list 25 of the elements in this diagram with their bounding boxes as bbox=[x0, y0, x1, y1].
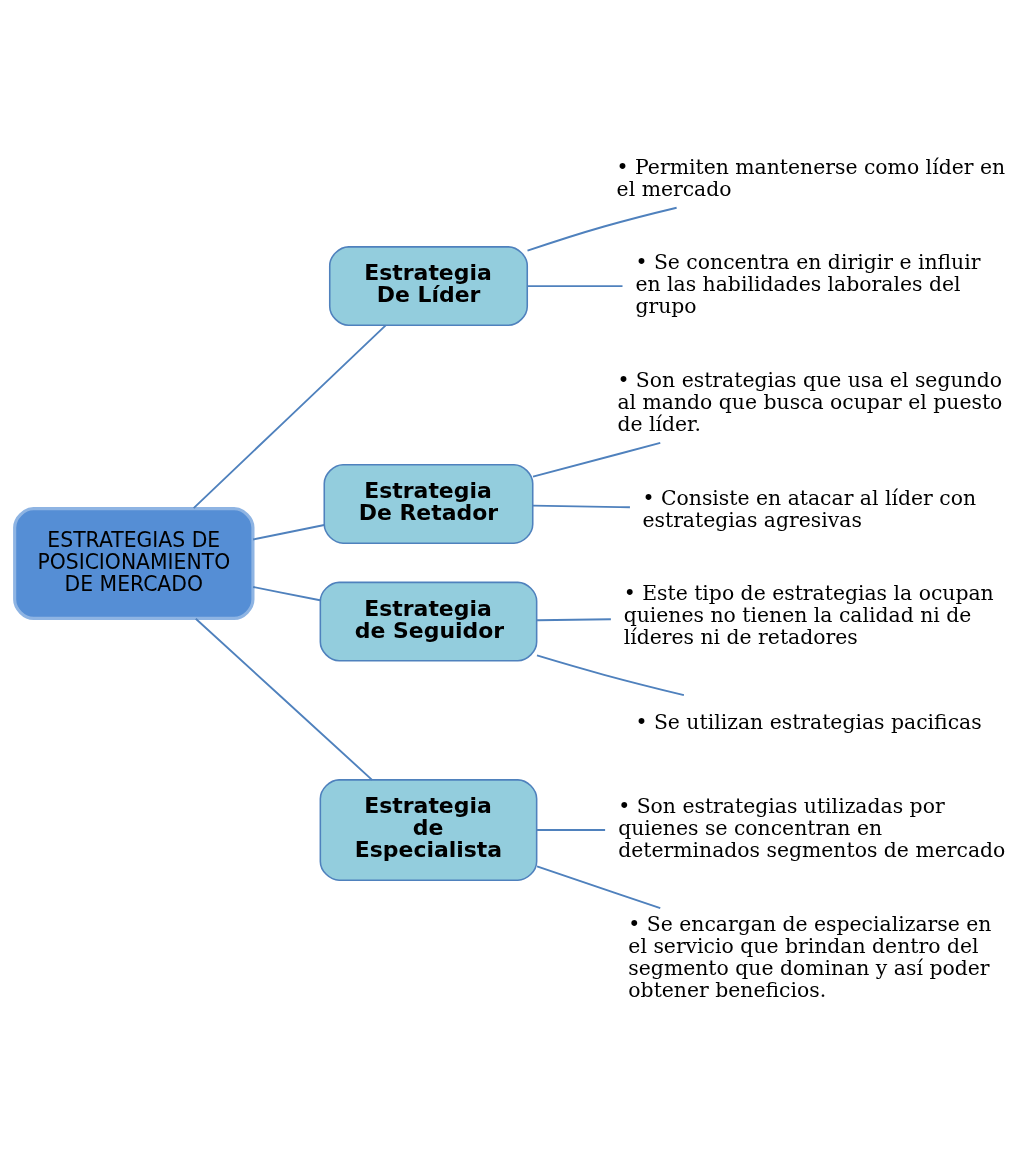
connector bbox=[194, 617, 373, 781]
node-text: • Son estrategias que usa el segundo al mando que busca ocupar el puesto de líder. bbox=[617, 367, 1003, 436]
node-box: ESTRATEGIAS DE POSICIONAMIENTO DE MERCADO bbox=[13, 506, 255, 620]
node-text: • Se encargan de especializarse en el servicio que brindan dentro del segmento que dominan y así poder obtener beneficios. bbox=[628, 911, 992, 1002]
connector bbox=[536, 654, 685, 696]
node-box: Estrategia de Especialista bbox=[319, 778, 538, 881]
connector bbox=[192, 323, 387, 509]
connector bbox=[536, 864, 662, 909]
node-text: • Consiste en atacar al líder con estrategias agresivas bbox=[642, 485, 977, 532]
node-text: • Son estrategias utilizadas por quienes se concentran en determinados segmentos de mercado bbox=[618, 793, 1006, 862]
node-text: • Se utilizan estrategias pacificas bbox=[635, 709, 982, 734]
node-box: Estrategia de Seguidor bbox=[319, 581, 538, 661]
connector bbox=[526, 284, 624, 287]
connector bbox=[532, 441, 662, 478]
node-box: Estrategia De Líder bbox=[328, 245, 529, 326]
node-text: • Se concentra en dirigir e influir en las habilidades laborales del grupo bbox=[635, 249, 981, 318]
connector bbox=[252, 585, 321, 601]
node-text: • Este tipo de estrategias la ocupan quienes no tienen la calidad ni de líderes ni de retadores bbox=[623, 580, 994, 649]
connector bbox=[536, 828, 607, 831]
connector bbox=[532, 504, 631, 508]
node-box: Estrategia De Retador bbox=[323, 463, 534, 544]
connector bbox=[536, 617, 612, 621]
node-text: • Permiten mantenerse como líder en el mercado bbox=[616, 154, 1006, 201]
connector bbox=[252, 523, 326, 540]
connector bbox=[526, 206, 678, 252]
